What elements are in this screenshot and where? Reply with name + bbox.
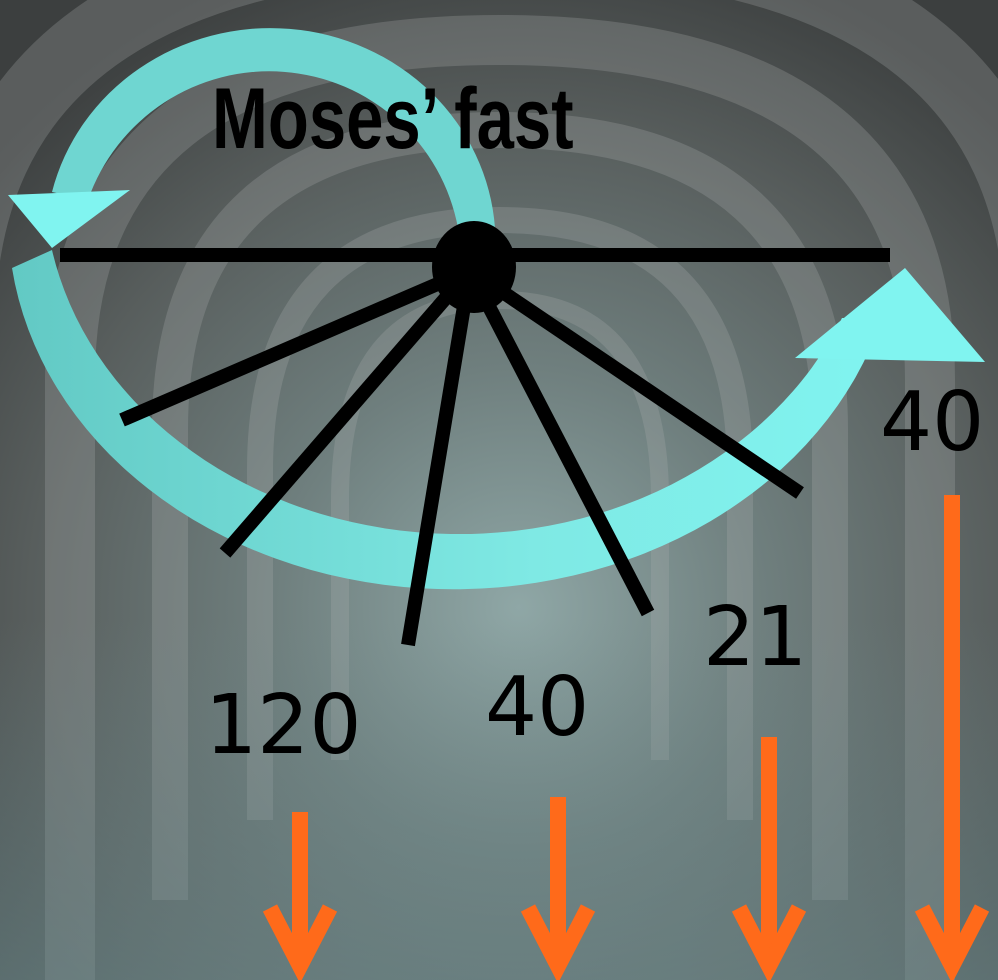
title: Moses’ fast (212, 71, 574, 167)
label-120: 120 (205, 678, 362, 773)
label-40-mid: 40 (485, 660, 589, 755)
label-40-right: 40 (880, 375, 984, 470)
hub (432, 221, 516, 313)
label-21: 21 (703, 590, 807, 685)
